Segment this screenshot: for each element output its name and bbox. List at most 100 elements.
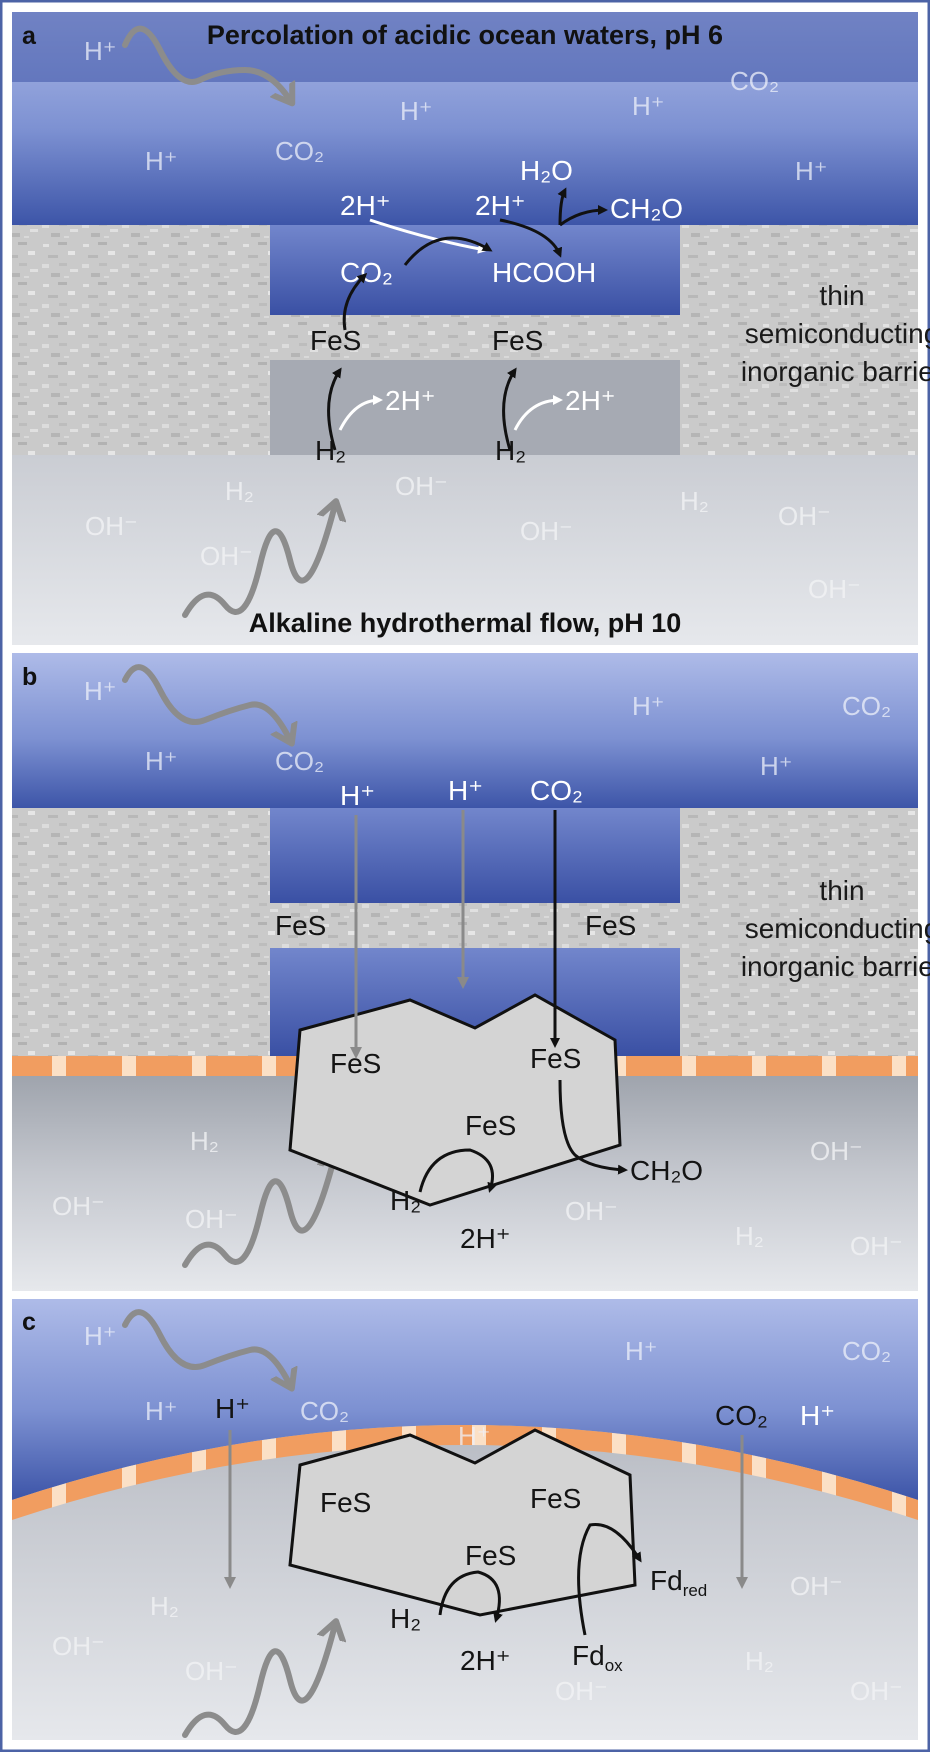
ion-label: H₂: [680, 486, 709, 516]
panel-b: b H⁺ H⁺ CO₂ H⁺ CO₂ H⁺ H⁺ H⁺ CO₂ FeS FeS …: [12, 653, 930, 1291]
reaction-arrow: [369, 218, 488, 254]
barrier-label: thin: [819, 875, 864, 906]
ion-label: H₂: [190, 1126, 219, 1156]
ion-label: CO₂: [730, 66, 779, 96]
protein-fes-label: FeS: [465, 1110, 516, 1141]
ion-label: OH⁻: [395, 471, 448, 501]
barrier-label: inorganic barrier: [741, 951, 930, 982]
ion-label: H₂: [745, 1646, 774, 1676]
reaction-arrow: [513, 395, 563, 431]
ocean-flow-arrow: [122, 25, 290, 100]
input-label: H⁺: [800, 1400, 835, 1431]
panel-a-rock-right: [680, 225, 918, 455]
barrier-fes-label: FeS: [585, 910, 636, 941]
reaction-arrow: [559, 205, 608, 227]
ion-label: OH⁻: [778, 501, 831, 531]
barrier-label: semiconducting: [745, 318, 930, 349]
proton-out-label: 2H⁺: [460, 1223, 511, 1254]
ion-label: H₂: [735, 1221, 764, 1251]
membrane-protein: [288, 1428, 637, 1617]
ion-label: H⁺: [84, 36, 117, 66]
panel-a-rock-left: [12, 225, 270, 455]
panel-a-bottom-label: Alkaline hydrothermal flow, pH 10: [249, 608, 682, 638]
ion-label: CO₂: [842, 1336, 891, 1366]
membrane-protein: [288, 993, 622, 1207]
ion-label: H⁺: [84, 676, 117, 706]
catalyst-label: FeS: [310, 325, 361, 356]
ion-label: H⁺: [84, 1321, 117, 1351]
fd-red-label: Fdred: [650, 1565, 707, 1600]
ion-label: CO₂: [275, 746, 324, 776]
ion-label: CO₂: [300, 1396, 349, 1426]
proton-in-label: 2H⁺: [475, 190, 526, 221]
ion-label: OH⁻: [850, 1676, 903, 1706]
input-label: CO₂: [530, 775, 583, 806]
co2-label: CO₂: [340, 257, 393, 288]
proton-out-label: 2H⁺: [385, 385, 436, 416]
panel-a-letter: a: [22, 22, 37, 50]
panel-a-thin-barrier: [270, 315, 680, 360]
ion-label: H⁺: [145, 746, 178, 776]
panel-c-letter: c: [22, 1308, 36, 1336]
protein-fes-label: FeS: [320, 1487, 371, 1518]
vent-flow-arrow: [182, 1155, 335, 1268]
barrier-label: inorganic barrier: [741, 356, 930, 387]
ocean-flow-arrow: [122, 664, 290, 740]
reaction-arrow: [342, 272, 368, 331]
hcooh-label: HCOOH: [492, 257, 596, 288]
reaction-arrow: [418, 1148, 497, 1193]
donor-label: H₂: [495, 435, 526, 466]
ion-label: OH⁻: [555, 1676, 608, 1706]
reaction-arrow: [557, 187, 567, 226]
input-label: H⁺: [215, 1393, 250, 1424]
reaction-arrow: [338, 395, 383, 431]
ion-label: OH⁻: [52, 1191, 105, 1221]
ion-label: OH⁻: [810, 1136, 863, 1166]
donor-label: H₂: [390, 1185, 421, 1216]
product-label: CH₂O: [610, 193, 683, 224]
panel-b-thin-barrier: [270, 903, 680, 948]
reaction-arrow: [403, 236, 493, 266]
input-label: H⁺: [340, 780, 375, 811]
ion-label: H⁺: [145, 1396, 178, 1426]
input-label: H⁺: [448, 775, 483, 806]
ion-label: OH⁻: [808, 574, 861, 604]
panel-c-ocean: [12, 1299, 918, 1500]
reaction-arrow: [499, 218, 563, 258]
vent-flow-arrow: [182, 505, 335, 618]
ion-label: OH⁻: [185, 1204, 238, 1234]
ion-label: H⁺: [625, 1336, 658, 1366]
water-label: H₂O: [520, 155, 573, 186]
ion-label: H⁺: [632, 91, 665, 121]
ocean-flow-arrow: [122, 1309, 290, 1385]
panel-b-ocean: [12, 653, 918, 808]
ion-label: CO₂: [842, 691, 891, 721]
ion-label: OH⁻: [85, 511, 138, 541]
ion-label: OH⁻: [200, 541, 253, 571]
ion-label: OH⁻: [520, 516, 573, 546]
protein-fes-label: FeS: [530, 1483, 581, 1514]
reaction-arrow: [438, 1570, 503, 1623]
ion-label: H⁺: [145, 146, 178, 176]
input-label: CO₂: [715, 1400, 768, 1431]
panel-c: c H⁺ H⁺ CO₂ H⁺ H⁺ CO₂ H⁺ CO₂ H⁺ FeS FeS …: [12, 1299, 918, 1740]
protein-fes-label: FeS: [465, 1540, 516, 1571]
barrier-fes-label: FeS: [275, 910, 326, 941]
reaction-arrow: [502, 367, 517, 451]
ion-label: H₂: [225, 476, 254, 506]
vent-flow-arrow: [182, 1625, 335, 1738]
panel-b-pore-upper: [270, 808, 680, 903]
reaction-arrow: [577, 1522, 642, 1636]
ion-label: CO₂: [275, 136, 324, 166]
ion-label: OH⁻: [850, 1231, 903, 1261]
proton-out-label: 2H⁺: [460, 1645, 511, 1676]
ion-label: H⁺: [632, 691, 665, 721]
ion-label: OH⁻: [185, 1656, 238, 1686]
ion-label: H⁺: [400, 96, 433, 126]
panel-a-pore: [270, 225, 680, 315]
panel-c-membrane: [12, 1425, 918, 1520]
panel-a: a Percolation of acidic ocean waters, pH…: [12, 12, 930, 645]
